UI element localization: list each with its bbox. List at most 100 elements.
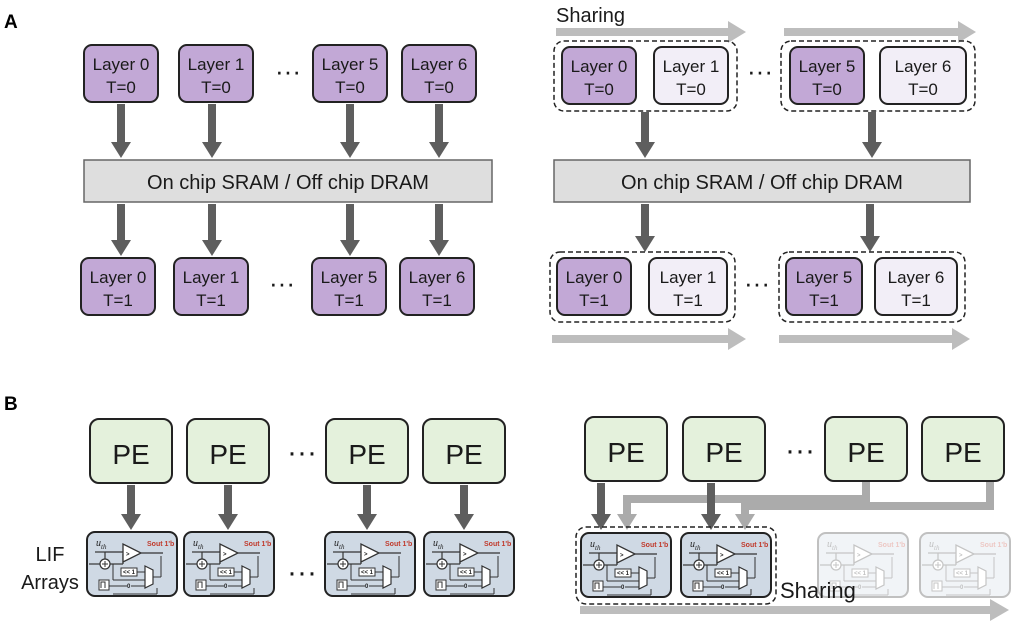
lif-circuit <box>324 531 416 597</box>
pe-box <box>186 418 270 484</box>
panel-b-right-pe-row: PE PE ··· PE PE <box>584 416 1005 482</box>
memory-label: On chip SRAM / Off chip DRAM <box>621 172 903 194</box>
layer-name: Layer 5 <box>796 268 853 287</box>
ellipsis: ··· <box>785 434 815 467</box>
sharing-label: Sharing <box>780 578 856 603</box>
layer-box <box>178 44 254 103</box>
layer-box <box>879 46 967 105</box>
layer-time: T=0 <box>676 80 706 99</box>
panel-a-right-sharing-arrows-top <box>556 21 976 43</box>
memory-label: On chip SRAM / Off chip DRAM <box>147 172 429 194</box>
arrow <box>635 112 655 158</box>
lif-circuit <box>183 531 275 597</box>
pe-label: PE <box>445 439 482 470</box>
ellipsis: ··· <box>287 556 317 589</box>
layer-box <box>561 46 637 105</box>
lif-arrays-label-line2: Arrays <box>21 572 79 594</box>
sharing-arrow <box>556 21 746 43</box>
panel-a-right-t0-layers: Layer 0 T=0 Layer 1 T=0 ··· Layer 5 T=0 … <box>553 40 976 112</box>
panel-a-right-arrows-top <box>635 112 882 158</box>
arrow <box>202 204 222 256</box>
layer-name: Layer 1 <box>663 57 720 76</box>
layer-box <box>173 257 249 316</box>
memory-bar <box>83 159 493 203</box>
sharing-arrow <box>552 328 746 350</box>
layer-time: T=0 <box>584 80 614 99</box>
layer-time: T=1 <box>673 291 703 310</box>
pe-label: PE <box>607 437 644 468</box>
layer-name: Layer 6 <box>888 268 945 287</box>
panel-b-left-pe-row: PE PE ··· PE PE <box>89 418 506 484</box>
arrow <box>111 104 131 158</box>
ellipsis: ··· <box>744 268 770 298</box>
sharing-group <box>778 251 966 323</box>
panel-a-label: A <box>4 12 18 33</box>
pe-label: PE <box>209 439 246 470</box>
layer-name: Layer 6 <box>895 57 952 76</box>
pe-box <box>682 416 766 482</box>
layer-time: T=0 <box>201 78 231 97</box>
panel-b-right-routing-arrows <box>623 482 994 516</box>
routing-arrow <box>623 482 870 516</box>
layer-name: Layer 5 <box>799 57 856 76</box>
routing-arrow <box>741 482 994 516</box>
arrow <box>202 104 222 158</box>
ellipsis: ··· <box>287 436 317 469</box>
arrow <box>635 204 655 252</box>
layer-box <box>80 257 156 316</box>
layer-name: Layer 5 <box>322 55 379 74</box>
pe-label: PE <box>847 437 884 468</box>
layer-box <box>556 257 632 316</box>
pe-label: PE <box>944 437 981 468</box>
panel-b-right-lif-row <box>575 526 1011 605</box>
layer-box <box>648 257 728 316</box>
layer-time: T=0 <box>424 78 454 97</box>
lif-circuit-inactive <box>919 532 1011 598</box>
arrow <box>454 485 474 530</box>
sharing-group <box>553 40 738 112</box>
layer-time: T=0 <box>106 78 136 97</box>
layer-time: T=1 <box>103 291 133 310</box>
pe-box <box>584 416 668 482</box>
arrow <box>111 204 131 256</box>
panel-a-right-sharing-arrows-bottom <box>552 328 970 350</box>
layer-name: Layer 5 <box>321 268 378 287</box>
layer-name: Layer 6 <box>409 268 466 287</box>
panel-b-right-arrows <box>591 483 721 530</box>
layer-name: Layer 1 <box>188 55 245 74</box>
layer-box <box>399 257 475 316</box>
panel-b-sharing-arrow <box>580 599 1009 621</box>
panel-a-left-t1-layers: Layer 0 T=1 Layer 1 T=1 ··· Layer 5 T=1 … <box>80 257 475 316</box>
arrowhead <box>617 514 637 530</box>
layer-time: T=1 <box>579 291 609 310</box>
layer-time: T=0 <box>335 78 365 97</box>
pe-label: PE <box>705 437 742 468</box>
arrow <box>357 485 377 530</box>
panel-b-left-lif-row: ··· <box>86 531 515 597</box>
layer-box <box>789 46 865 105</box>
arrow <box>340 204 360 256</box>
panel-a-right-arrows-bottom <box>635 204 880 252</box>
arrow <box>862 112 882 158</box>
ellipsis: ··· <box>275 56 301 86</box>
layer-time: T=0 <box>812 80 842 99</box>
lif-circuit <box>423 531 515 597</box>
layer-name: Layer 1 <box>183 268 240 287</box>
lif-circuit <box>680 532 772 598</box>
panel-b-left-arrows <box>121 485 474 530</box>
lif-circuit <box>580 532 672 598</box>
panel-a-left-arrows-bottom <box>111 204 449 256</box>
layer-name: Layer 6 <box>411 55 468 74</box>
pe-box <box>422 418 506 484</box>
layer-time: T=1 <box>334 291 364 310</box>
arrow <box>591 483 611 530</box>
arrow <box>429 104 449 158</box>
lif-circuit <box>86 531 178 597</box>
sharing-group <box>575 526 777 605</box>
layer-time: T=0 <box>908 80 938 99</box>
pe-box <box>824 416 908 482</box>
layer-name: Layer 0 <box>93 55 150 74</box>
arrow <box>218 485 238 530</box>
layer-box <box>83 44 159 103</box>
sharing-arrow <box>784 21 976 43</box>
